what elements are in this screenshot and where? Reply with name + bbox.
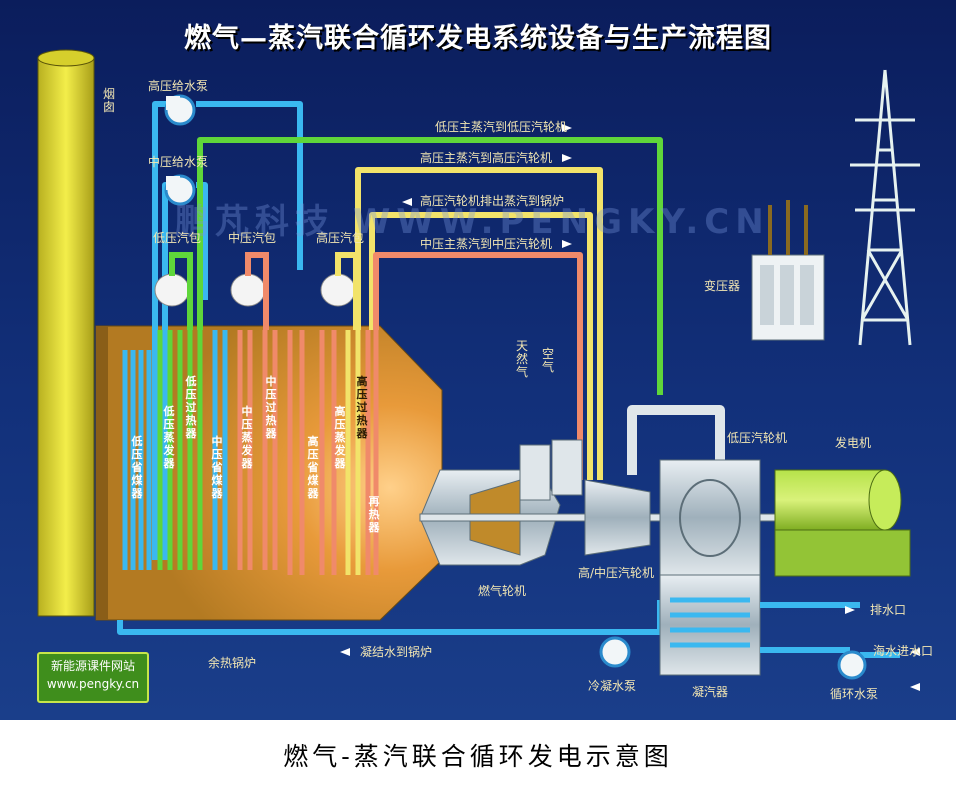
chimney [37,49,95,617]
flow-mp-main-label: 中压主蒸汽到中压汽轮机 [420,237,553,251]
hrsg-label: 余热锅炉 [208,656,257,670]
circ-pump-label: 循环水泵 [830,687,879,701]
seawater-inlet-label: 海水进水口 [873,644,934,658]
circulating-pump [837,650,867,680]
site-badge-name: 新能源课件网站 [50,659,135,673]
flow-hp-main-label: 高压主蒸汽到高压汽轮机 [420,151,553,165]
hp-drum [320,273,356,307]
site-badge[interactable]: 新能源课件网站 www.pengky.cn [37,652,149,703]
lp-drum-label: 低压汽包 [153,231,202,245]
hmp-turbine [584,479,651,556]
mp-drum [230,273,266,307]
flow-arrows [340,124,920,691]
mp-superheater-label: 中压过热器 [265,375,277,440]
air-label: 空气 [542,347,555,374]
condensate-flow-label: 凝结水到锅炉 [360,645,433,659]
hp-drum-label: 高压汽包 [316,231,365,245]
watermark: 鹏芃科技 WWW.PENGKY.CN [175,202,770,242]
mp-evaporator-coil [237,330,253,570]
condensate-pump-label: 冷凝水泵 [588,679,637,693]
flow-lp-main-label: 低压主蒸汽到低压汽轮机 [435,120,568,134]
mp-drum-label: 中压汽包 [228,231,277,245]
lp-turbine-label: 低压汽轮机 [727,431,788,445]
crossover-pipe [627,405,725,475]
mp-feed-pump-label: 中压给水泵 [148,155,209,169]
transmission-tower [850,69,920,346]
hmp-turbine-label: 高/中压汽轮机 [578,566,655,580]
hp-economizer-label: 高压省煤器 [307,435,319,500]
lp-evaporator-label: 低压蒸发器 [163,405,175,470]
lp-main-steam-line [197,137,663,395]
mp-economizer-label: 中压省煤器 [211,435,223,500]
drain-outlet-label: 排水口 [870,603,907,617]
mp-economizer-coil [212,330,228,570]
transformer [751,200,825,341]
reheater-coil [365,330,379,575]
lp-economizer-coil [122,350,152,570]
hp-evaporator-label: 高压蒸发器 [334,405,346,470]
condenser [659,574,860,676]
figure-caption: 燃气-蒸汽联合循环发电示意图 [283,742,673,771]
transformer-label: 变压器 [704,279,741,293]
generator-label: 发电机 [835,436,872,450]
hp-superheater-label: 高压过热器 [356,375,368,440]
flow-hp-exhaust-label: 高压汽轮机排出蒸汽到锅炉 [420,194,565,208]
hp-exhaust-line [369,212,593,480]
lp-turbine [659,459,761,576]
hp-evaporator-coil [319,330,337,575]
lp-drum [154,273,190,307]
reheater-label: 再热器 [368,495,380,534]
hp-economizer-coil [287,330,305,575]
diagram-graphics [37,49,920,691]
process-diagram: 燃气—蒸汽联合循环发电系统设备与生产流程图 [0,0,956,720]
mp-main-steam-line [373,252,583,480]
gas-turbine-label: 燃气轮机 [478,584,527,598]
natural-gas-label: 天然气 [516,339,529,379]
generator [774,469,911,577]
diagram-title: 燃气—蒸汽联合循环发电系统设备与生产流程图 [184,23,772,54]
lp-superheater-coil [187,330,203,570]
chimney-label: 烟囱 [103,87,116,114]
site-badge-url: www.pengky.cn [46,677,140,691]
mp-evaporator-label: 中压蒸发器 [241,405,253,470]
condensate-pump [599,636,631,668]
lp-economizer-label: 低压省煤器 [131,435,143,500]
hp-superheater-coil [345,330,361,575]
hp-feed-pump-label: 高压给水泵 [148,79,209,93]
hp-feed-pump [164,94,196,126]
hp-main-steam-line [355,167,603,480]
mp-feed-pump [164,174,196,206]
gas-turbine [419,439,583,566]
mp-superheater-coil [262,330,278,570]
condenser-label: 凝汽器 [692,685,729,699]
lp-superheater-label: 低压过热器 [185,375,197,440]
lp-evaporator-coil [157,330,183,570]
